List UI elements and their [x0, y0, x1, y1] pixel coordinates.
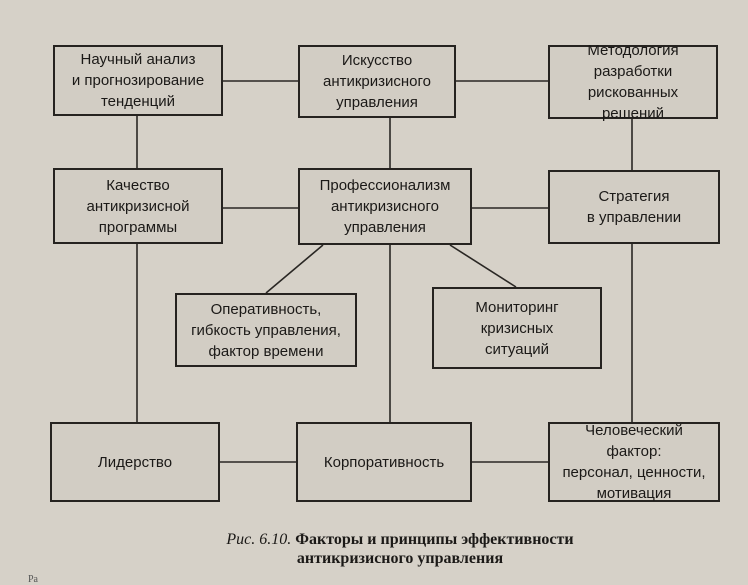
box-program-quality: Качество антикризисной программы: [53, 168, 223, 244]
page-footer-text: Ра: [28, 574, 38, 585]
box-professionalism: Профессионализм антикризисного управлени…: [298, 168, 472, 245]
figure-caption: Рис. 6.10. Факторы и принципы эффективно…: [100, 530, 700, 568]
box-leadership: Лидерство: [50, 422, 220, 502]
box-methodology-risky-decisions: Методология разработки рискованных решен…: [548, 42, 718, 122]
box-crisis-monitoring: Мониторинг кризисных ситуаций: [432, 287, 602, 369]
box-art-of-management: Искусство антикризисного управления: [298, 45, 456, 118]
box-human-factor: Человеческий фактор: персонал, ценности,…: [548, 422, 720, 502]
figure-title-line2: антикризисного управления: [296, 550, 504, 567]
box-scientific-analysis: Научный анализ и прогнозирование тенденц…: [53, 45, 223, 116]
box-efficiency-flexibility: Оперативность, гибкость управления, факт…: [175, 293, 357, 367]
connector-b5-b8: [449, 244, 517, 288]
box-corporativeness: Корпоративность: [296, 422, 472, 502]
figure-number: Рис. 6.10.: [226, 531, 292, 548]
figure-title-line1: Факторы и принципы эффективности: [295, 531, 574, 548]
box-strategy: Стратегия в управлении: [548, 170, 720, 244]
connector-b5-b7: [265, 244, 324, 294]
